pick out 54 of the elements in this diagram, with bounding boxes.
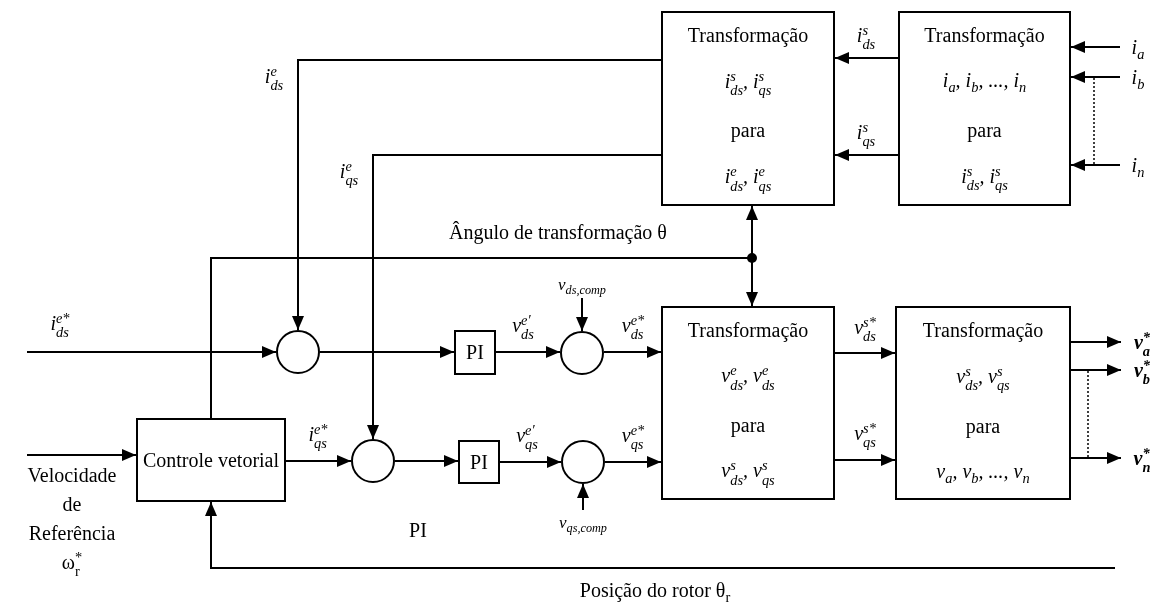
- block-title: Transformação: [922, 319, 1044, 342]
- arrow: [394, 455, 459, 467]
- block-title: Transformação: [687, 23, 809, 47]
- control-block: [136, 418, 286, 502]
- arrow: [834, 52, 899, 64]
- summing-junction: [561, 440, 605, 484]
- transformation-block: [661, 306, 835, 500]
- summing-junction: [276, 330, 320, 374]
- transformation-block: [895, 306, 1071, 500]
- arrow: [603, 346, 662, 358]
- arrow: [834, 149, 899, 161]
- arrow: [604, 456, 662, 468]
- transformation-block: [661, 11, 835, 206]
- joining-word: para: [730, 119, 766, 143]
- signal-label: v$_{ds,comp}$: [530, 272, 634, 298]
- arrow: [367, 154, 662, 440]
- arrow: [205, 501, 1116, 569]
- signal-label: i$_{a}$: [1120, 33, 1156, 61]
- controller-box: [458, 440, 500, 484]
- joining-word: para: [730, 413, 766, 437]
- arrow: [285, 455, 352, 467]
- arrow: [834, 347, 896, 359]
- arrow: [834, 454, 896, 466]
- formula: i$_{a}$, i$_{b}$, ..., i$_{n}$: [942, 69, 1027, 97]
- block-title: Transformação: [924, 24, 1045, 48]
- edge-label: Ângulo de transformação θ: [447, 221, 669, 243]
- arrow: [1070, 452, 1122, 464]
- arrow: [1070, 336, 1122, 348]
- joining-word: para: [965, 414, 1001, 438]
- arrow: [576, 297, 588, 332]
- summing-junction: [560, 331, 604, 375]
- arrow: [26, 346, 277, 358]
- arrow: [292, 59, 662, 331]
- signal-label: i$_{b}$: [1120, 63, 1156, 91]
- arrow: [1070, 41, 1121, 53]
- arrow: [577, 483, 589, 511]
- summing-junction: [351, 439, 395, 483]
- arrow: [499, 456, 562, 468]
- arrow: [1070, 364, 1122, 376]
- signal-label: v$_{qs,comp}$: [530, 510, 636, 536]
- transformation-block: [898, 11, 1071, 206]
- arrow: [26, 449, 137, 461]
- arrow: [1070, 71, 1121, 83]
- block-label: Controle vetorial: [142, 448, 280, 472]
- arrow: [495, 346, 561, 358]
- arrow: [319, 346, 455, 358]
- formula: v$_{a}$, v$_{b}$, ..., v$_{n}$: [936, 459, 1030, 487]
- block-title: Transformação: [687, 318, 809, 342]
- controller-box: [454, 330, 496, 375]
- signal-label: i$_{n}$: [1120, 151, 1156, 179]
- joining-word: para: [967, 118, 1002, 142]
- block-label: PI: [470, 450, 488, 474]
- block-label: PI: [466, 341, 484, 364]
- arrow: [1070, 159, 1121, 171]
